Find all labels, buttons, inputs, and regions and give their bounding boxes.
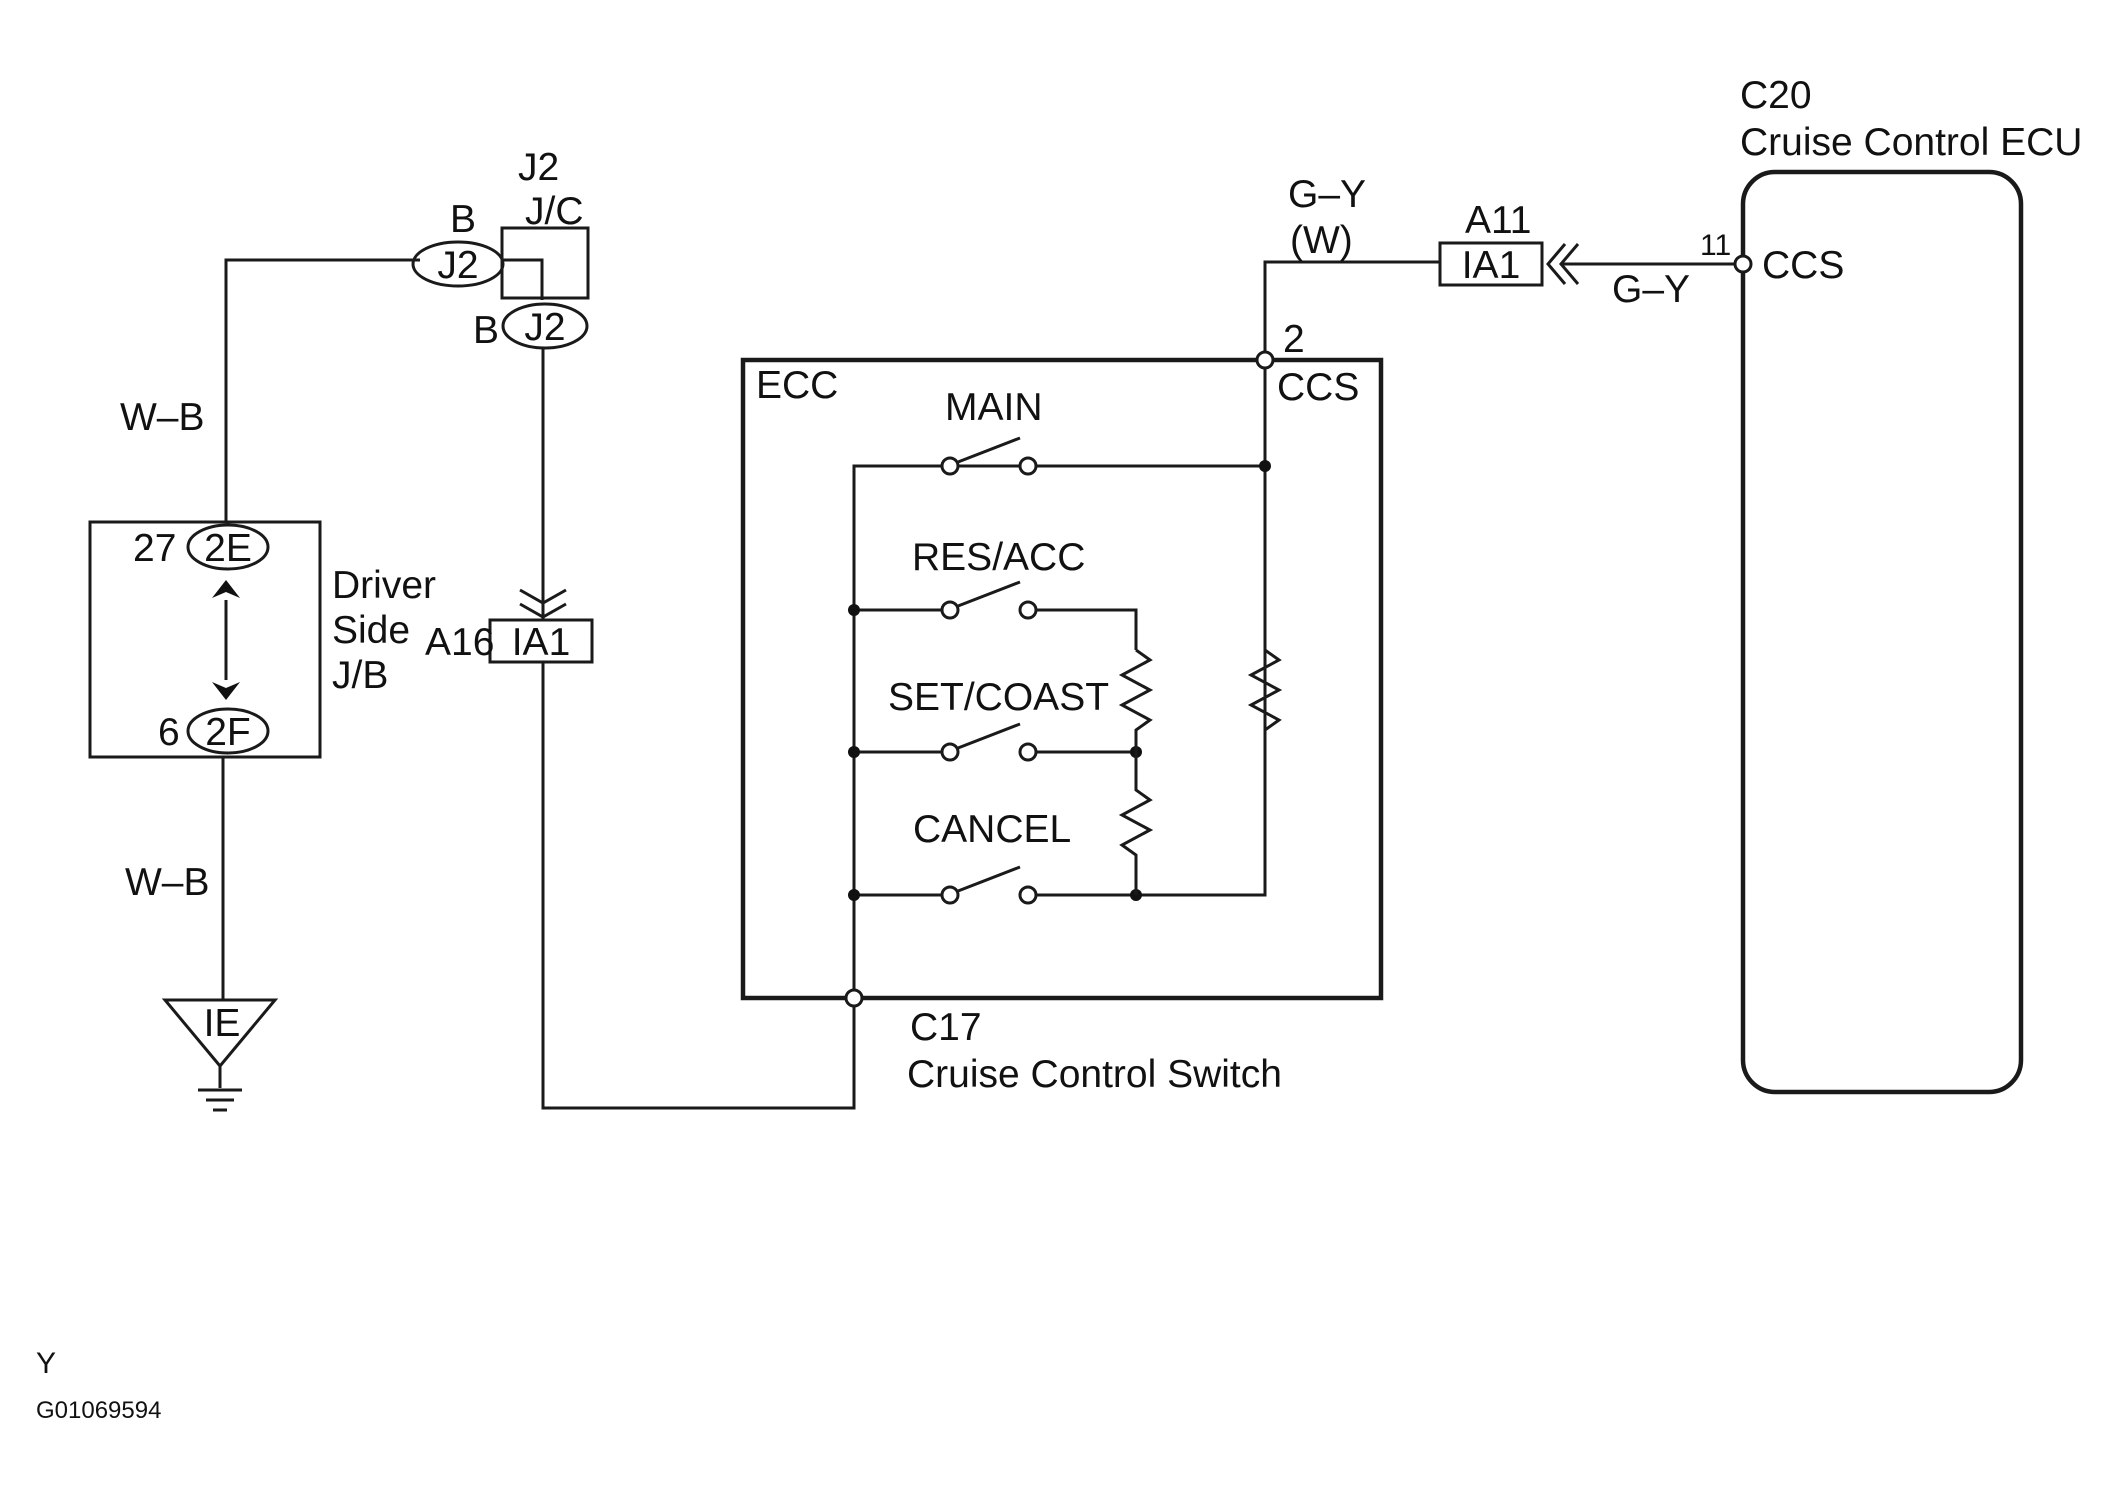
cruise-control-switch: ECC 2 CCS C17 Cruise Control Switch MAIN… <box>740 318 1384 1096</box>
j2-bottom-connector-label: J2 <box>524 306 565 349</box>
resistor-main-icon <box>1247 648 1283 732</box>
wire-a16-to-switch <box>541 662 856 1110</box>
wire-color-switch: G–Y <box>1288 173 1366 216</box>
switch-cancel-lever <box>957 865 1021 893</box>
ecu-box <box>1740 169 2024 1095</box>
switch-main-contact-right <box>1018 456 1038 476</box>
cruise-control-ecu: C20 Cruise Control ECU 11 CCS <box>1700 74 2082 1095</box>
switch-res-acc-contact-left <box>940 600 960 620</box>
switch-cancel-contact-right <box>1018 885 1038 905</box>
ground-point-label: IE <box>204 1002 241 1045</box>
switch-cancel-label: CANCEL <box>913 808 1071 851</box>
j2-top-wire-color: B <box>450 198 476 241</box>
ecu-ccs-terminal <box>1733 254 1753 274</box>
j2-top-connector <box>411 240 505 288</box>
switch-common-bus <box>852 464 1265 990</box>
a11-connector-label: IA1 <box>1462 244 1521 287</box>
jb-arrow-down-icon <box>212 682 240 700</box>
a16-connector-chevron-icon <box>519 588 567 619</box>
ground-branch: W–B 2E 27 2F 6 Driver Side J/B W–B IE <box>88 258 436 1112</box>
resistor-res-acc-icon <box>1118 648 1154 752</box>
footer: Y G01069594 <box>36 1347 161 1424</box>
j2-top-connector-label: J2 <box>437 244 478 287</box>
switch-main-junction-dot <box>1259 460 1271 472</box>
jb-upper-pin-number: 27 <box>133 527 176 570</box>
wire-label-w-b-upper: W–B <box>120 396 205 439</box>
jb-lower-pin-number: 6 <box>158 711 180 754</box>
junction-j2-box <box>500 226 590 300</box>
ecu-code: C20 <box>1740 74 1812 117</box>
switch-set-coast-contact-right <box>1018 742 1038 762</box>
resistor-set-coast-icon <box>1118 752 1154 895</box>
jb-name-line1: Driver <box>332 564 436 607</box>
jb-name-line2: Side <box>332 609 410 652</box>
a16-connector-box <box>488 618 594 664</box>
junction-j2-name: J2 <box>518 146 559 189</box>
switch-ccs-bus <box>1136 368 1267 897</box>
switch-main-lever <box>957 436 1021 464</box>
jb-name-line3: J/B <box>332 654 388 697</box>
a16-connector-code: A16 <box>425 621 494 664</box>
cruise-switch-code: C17 <box>910 1006 982 1049</box>
switch-res-acc-junction-dot <box>848 604 860 616</box>
cruise-switch-box <box>740 357 1384 1001</box>
wire-label-w-b-lower: W–B <box>125 861 210 904</box>
switch-set-coast-contact-left <box>940 742 960 762</box>
jb-connector-2e <box>186 523 270 571</box>
cruise-switch-pin-name: CCS <box>1277 366 1359 409</box>
junction-j2: J2 J/C J2 B J2 B <box>411 146 590 620</box>
switch-res-acc-contact-right <box>1018 600 1038 620</box>
cruise-switch-pin-number: 2 <box>1283 318 1305 361</box>
cruise-switch-name: Cruise Control Switch <box>907 1053 1282 1096</box>
footer-figure-id: G01069594 <box>36 1397 161 1424</box>
junction-j2-internal-link <box>502 258 544 300</box>
cruise-switch-ccs-terminal <box>1255 350 1275 370</box>
driver-side-jb-box <box>88 520 322 759</box>
jb-connector-2e-label: 2E <box>204 527 252 570</box>
switch-set-coast-junction-dot <box>848 746 860 758</box>
wire-switch-to-a11 <box>1263 260 1440 352</box>
wire-color-ecu: G–Y <box>1612 268 1690 311</box>
switch-cancel-contact-left <box>940 885 960 905</box>
ground-point-triangle <box>161 998 279 1069</box>
connector-a16: IA1 A16 <box>425 588 856 1110</box>
switch-set-coast-label: SET/COAST <box>888 676 1109 719</box>
switch-cancel-junction-dot <box>848 889 860 901</box>
switch-set-coast-lever <box>957 722 1021 750</box>
switch-main-label: MAIN <box>945 386 1043 429</box>
wire-w-b-upper <box>224 258 420 522</box>
cruise-switch-box-label: ECC <box>756 364 838 407</box>
switch-res-acc-lever <box>957 580 1021 608</box>
switch-main-contact-left <box>940 456 960 476</box>
ecu-name: Cruise Control ECU <box>1740 121 2082 164</box>
j2-bottom-wire-color: B <box>473 309 499 352</box>
a11-connector-box <box>1438 241 1544 287</box>
j2-bottom-connector <box>501 302 589 350</box>
a11-connector-code: A11 <box>1465 199 1532 242</box>
ecu-pin-name: CCS <box>1762 244 1844 287</box>
junction-j2-type: J/C <box>525 190 584 233</box>
jb-connector-2f <box>186 707 270 755</box>
jb-arrow-up-icon <box>212 580 240 598</box>
jb-connector-2f-label: 2F <box>205 711 251 754</box>
switch-res-acc-label: RES/ACC <box>912 536 1085 579</box>
switch-res-acc-wire-right <box>1036 608 1138 650</box>
wire-color-switch-alt: (W) <box>1290 219 1353 262</box>
footer-mark: Y <box>36 1347 56 1380</box>
ecu-pin-number: 11 <box>1700 229 1731 262</box>
a16-connector-label: IA1 <box>512 621 571 664</box>
cruise-switch-ground-terminal <box>844 988 864 1008</box>
ccs-wire: G–Y (W) A11 IA1 G–Y <box>1263 173 1735 352</box>
